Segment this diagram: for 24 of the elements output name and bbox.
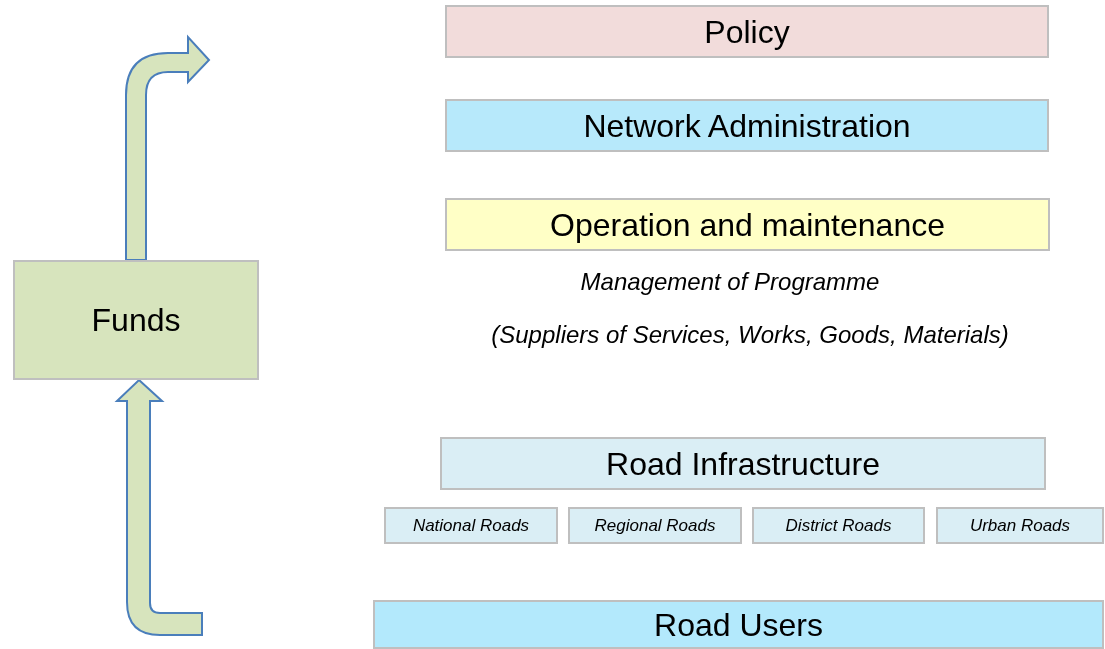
box-label: Road Users [654, 609, 823, 641]
road-category-box [568, 507, 742, 544]
box-label: Operation and maintenance [550, 208, 945, 241]
box-label: District Roads [785, 517, 892, 534]
road-category-box [384, 507, 558, 544]
box-label: Regional Roads [594, 517, 716, 534]
users-box [373, 600, 1104, 649]
block-arrow [125, 36, 210, 261]
operation-box [445, 198, 1050, 251]
box-label: Road Infrastructure [606, 447, 880, 480]
administration-box [445, 99, 1049, 152]
road-category-box [936, 507, 1104, 544]
box-label: National Roads [412, 517, 530, 534]
infrastructure-box [440, 437, 1046, 490]
note-text: (Suppliers of Services, Works, Goods, Materials) [490, 323, 1010, 347]
box-label: Urban Roads [969, 517, 1071, 534]
note-text: Management of Programme [579, 270, 881, 294]
box-label: Network Administration [583, 109, 911, 142]
road-category-box [752, 507, 925, 544]
policy-box [445, 5, 1049, 58]
block-arrow [116, 379, 203, 636]
funds-box [13, 260, 259, 380]
box-label: Policy [704, 15, 790, 48]
box-label: Funds [91, 304, 181, 336]
